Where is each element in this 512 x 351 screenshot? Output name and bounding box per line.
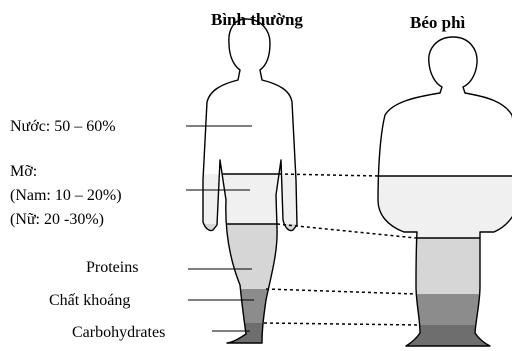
obese-fat-band: [370, 176, 512, 238]
label-proteins: Proteins: [86, 259, 138, 276]
label-fat-female: (Nữ: 20 -30%): [10, 211, 104, 228]
label-water: Nước: 50 – 60%: [10, 118, 116, 135]
label-minerals: Chất khoáng: [49, 292, 130, 309]
obese-protein-band: [370, 238, 512, 294]
normal-mineral-band: [195, 289, 305, 323]
label-fat-male: (Nam: 10 – 20%): [10, 187, 122, 204]
obese-body-figure: [370, 37, 512, 350]
normal-fat-band: [195, 174, 305, 224]
connector-mineral-bottom: [264, 323, 420, 325]
title-normal: Bình thường: [211, 10, 303, 29]
normal-carb-band: [195, 323, 305, 351]
title-obese: Béo phì: [410, 13, 466, 32]
label-fat-title: Mỡ:: [10, 163, 37, 180]
obese-mineral-band: [370, 294, 512, 325]
normal-body-figure: [195, 19, 305, 351]
label-carbohydrates: Carbohydrates: [72, 324, 165, 341]
normal-protein-band: [195, 224, 305, 289]
connector-protein-bottom: [266, 289, 416, 294]
